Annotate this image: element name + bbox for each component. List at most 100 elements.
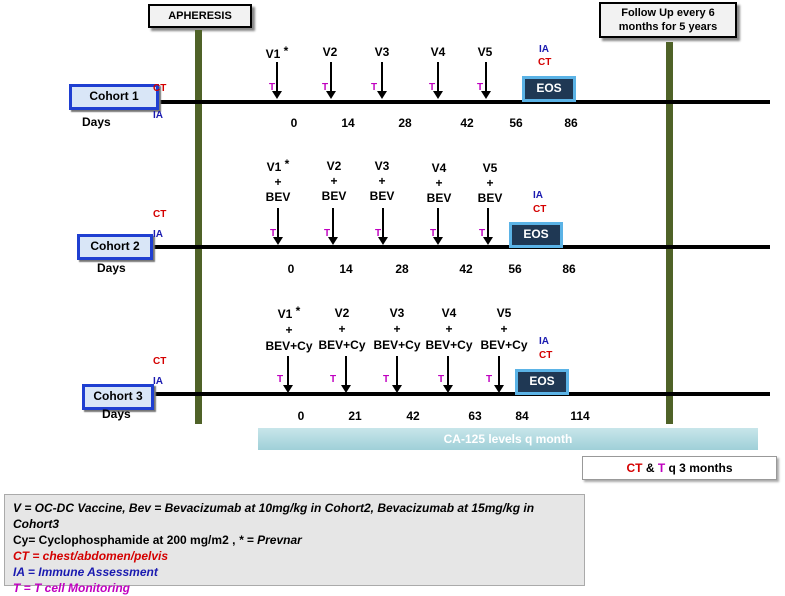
cohort3-days-label: Days: [102, 407, 131, 421]
cohort3-day-84: 84: [515, 409, 529, 423]
cohort3-v4: V4+BEV+Cy: [425, 306, 473, 352]
cohort1-box: Cohort 1: [69, 84, 159, 110]
cohort3-arrow-v3: [392, 356, 402, 393]
cohort2-box: Cohort 2: [77, 234, 153, 260]
cohort1-t1: T: [269, 82, 276, 93]
cohort1-days-label: Days: [82, 115, 111, 129]
cohort3-t5: T: [486, 374, 493, 385]
ctq-ct: CT: [626, 461, 643, 475]
cohort2-t2: T: [324, 228, 331, 239]
cohort2-day-0: 0: [287, 262, 295, 276]
cohort2-day-14: 14: [339, 262, 353, 276]
cohort3-day-21: 21: [348, 409, 362, 423]
cohort2-t5: T: [479, 228, 486, 239]
cohort1-arrow-v5: [481, 62, 491, 99]
cohort3-t3: T: [383, 374, 390, 385]
cohort2-timeline: [150, 245, 770, 249]
ca125-label: CA-125 levels q month: [443, 432, 573, 446]
cohort1-v2: V2: [322, 45, 338, 59]
cohort3-day-0: 0: [297, 409, 305, 423]
cohort3-arrow-v1: [283, 356, 293, 393]
cohort1-t2: T: [322, 82, 329, 93]
legend-box: V = OC-DC Vaccine, Bev = Bevacizumab at …: [4, 494, 585, 595]
cohort3-ia-eos: IA: [539, 336, 549, 347]
cohort2-v4: V4+BEV: [426, 161, 452, 205]
cohort2-day-56: 56: [508, 262, 522, 276]
cohort1-arrow-v3: [377, 62, 387, 99]
cohort1-ct: CT: [153, 83, 167, 94]
ctq-rest: q 3 months: [668, 461, 733, 475]
cohort2-ia: IA: [153, 229, 163, 240]
cohort3-t4: T: [438, 374, 445, 385]
cohort2-t4: T: [430, 228, 437, 239]
apheresis-bar: [195, 30, 202, 424]
cohort2-v3: V3+BEV: [369, 159, 395, 203]
cohort1-ct-eos: CT: [538, 57, 552, 68]
cohort3-t1: T: [277, 374, 284, 385]
ct-t-schedule-box: CT & T q 3 months: [582, 456, 777, 480]
cohort2-arrow-v5: [483, 208, 493, 245]
cohort2-ct-eos: CT: [533, 204, 547, 215]
legend-line-1: V = OC-DC Vaccine, Bev = Bevacizumab at …: [13, 501, 535, 531]
cohort2-t3: T: [375, 228, 382, 239]
cohort2-arrow-v1: [273, 208, 283, 245]
legend-line-5: T = T cell Monitoring: [13, 581, 130, 595]
cohort3-v5: V5+BEV+Cy: [480, 306, 528, 352]
cohort2-label: Cohort 2: [90, 239, 140, 253]
cohort3-v2: V2+BEV+Cy: [318, 306, 366, 352]
cohort1-t5: T: [477, 82, 484, 93]
cohort1-eos: EOS: [522, 76, 576, 102]
cohort2-v1: V1 *+BEV: [265, 157, 291, 204]
cohort1-timeline: [150, 100, 770, 104]
cohort1-v3: V3: [374, 45, 390, 59]
cohort2-t1: T: [270, 228, 277, 239]
ctq-t: T: [657, 461, 666, 475]
apheresis-box: APHERESIS: [148, 4, 252, 28]
cohort3-day-114: 114: [570, 409, 590, 423]
apheresis-label: APHERESIS: [168, 10, 232, 22]
cohort1-v4: V4: [430, 45, 446, 59]
cohort2-ia-eos: IA: [533, 190, 543, 201]
followup-bar: [666, 42, 673, 424]
cohort1-day-56: 56: [509, 116, 523, 130]
legend-line-3: CT = chest/abdomen/pelvis: [13, 549, 169, 563]
cohort3-t2: T: [330, 374, 337, 385]
cohort1-day-42: 42: [460, 116, 474, 130]
cohort1-day-86: 86: [564, 116, 578, 130]
cohort3-day-63: 63: [468, 409, 482, 423]
cohort1-label: Cohort 1: [89, 89, 139, 103]
cohort2-v5: V5+BEV: [477, 161, 503, 205]
cohort1-t4: T: [429, 82, 436, 93]
cohort1-day-14: 14: [341, 116, 355, 130]
cohort2-arrow-v3: [378, 208, 388, 245]
cohort2-arrow-v2: [328, 208, 338, 245]
cohort3-v3: V3+BEV+Cy: [373, 306, 421, 352]
cohort1-arrow-v4: [433, 62, 443, 99]
cohort2-days-label: Days: [97, 261, 126, 275]
legend-line-2: Cy= Cyclophosphamide at 200 mg/m2 , * = …: [13, 533, 302, 547]
cohort3-label: Cohort 3: [93, 389, 143, 403]
ca125-bar: CA-125 levels q month: [258, 428, 758, 450]
cohort2-ct: CT: [153, 209, 167, 220]
cohort3-ct-eos: CT: [539, 350, 553, 361]
cohort2-arrow-v4: [433, 208, 443, 245]
cohort1-v1: V1 *: [265, 44, 289, 61]
cohort1-t3: T: [371, 82, 378, 93]
cohort1-ia-eos: IA: [539, 44, 549, 55]
followup-box: Follow Up every 6 months for 5 years: [599, 2, 737, 38]
legend-line-4: IA = Immune Assessment: [13, 565, 158, 579]
cohort3-arrow-v2: [341, 356, 351, 393]
cohort1-day-0: 0: [290, 116, 298, 130]
ctq-amp: &: [645, 461, 655, 475]
cohort3-arrow-v4: [443, 356, 453, 393]
cohort1-v5: V5: [477, 45, 493, 59]
cohort2-day-42: 42: [459, 262, 473, 276]
cohort3-box: Cohort 3: [82, 384, 154, 410]
cohort2-day-86: 86: [562, 262, 576, 276]
cohort1-arrow-v1: [272, 62, 282, 99]
cohort3-eos: EOS: [515, 369, 569, 395]
cohort3-ia: IA: [153, 376, 163, 387]
cohort2-v2: V2+BEV: [321, 159, 347, 203]
cohort3-day-42: 42: [406, 409, 420, 423]
cohort2-day-28: 28: [395, 262, 409, 276]
